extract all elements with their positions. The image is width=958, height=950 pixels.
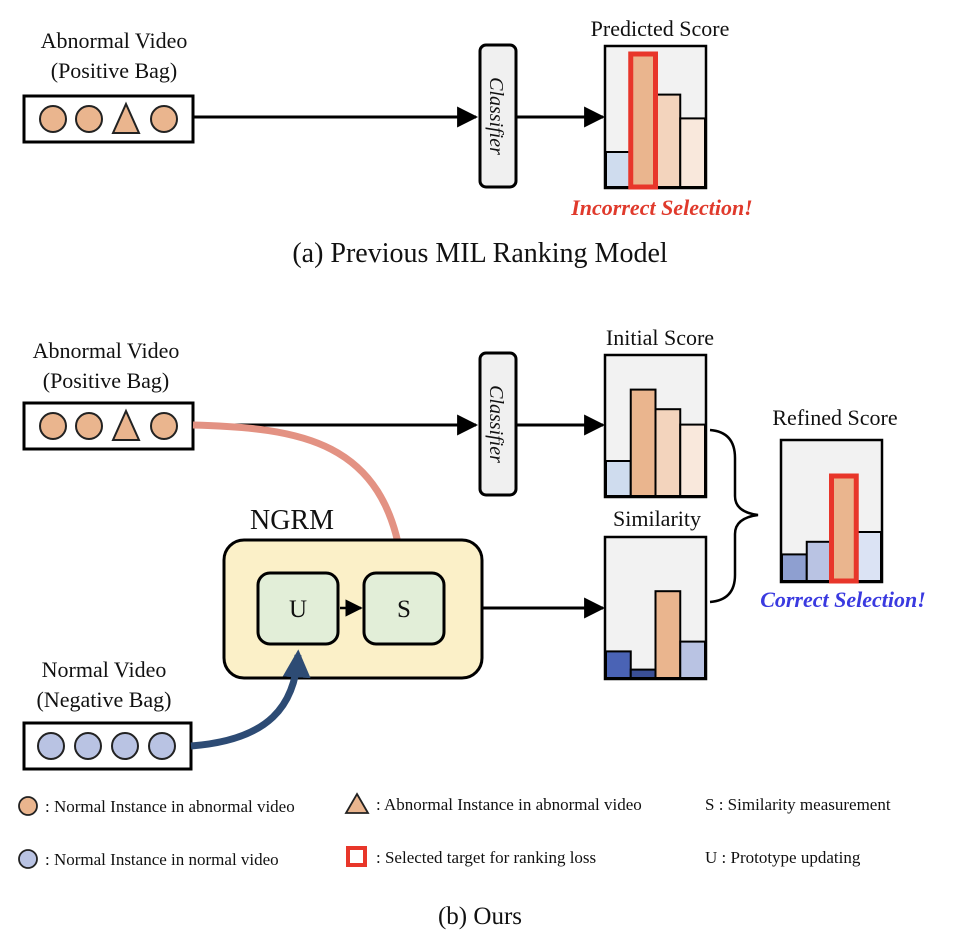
abnormal-instance-triangle-icon: [111, 101, 141, 134]
a-classifier-label: Classifier: [485, 77, 507, 155]
ngrm-title: NGRM: [250, 505, 334, 536]
initial-score-title: Initial Score: [606, 325, 714, 350]
b-classifier-label: Classifier: [485, 385, 507, 463]
predicted-score-bar-2-selected: [628, 51, 658, 190]
combine-brace: [709, 428, 759, 604]
abnormal-video-normal-instance-icon: [150, 412, 178, 440]
normal-video-normal-instance-icon: [37, 732, 65, 760]
refined-score-bar-4: [855, 531, 882, 582]
refined-score-title: Refined Score: [772, 405, 897, 430]
normal-video-normal-instance-icon: [74, 732, 102, 760]
abnormal-video-normal-instance-icon: [75, 105, 103, 133]
abnormal-video-normal-instance-icon: [39, 105, 67, 133]
b-caption: (b) Ours: [438, 903, 522, 930]
b-normal-title-line1: Normal Video: [42, 657, 167, 682]
similarity-bar-3: [654, 590, 682, 680]
legend-item-1: : Normal Instance in abnormal video: [45, 797, 295, 816]
a-input-title-line1: Abnormal Video: [41, 28, 188, 53]
b-abnormal-title-line1: Abnormal Video: [33, 338, 180, 363]
abnormal-video-normal-instance-icon: [75, 412, 103, 440]
a-caption: (a) Previous MIL Ranking Model: [292, 238, 668, 269]
prototype-update-block: U: [256, 571, 340, 646]
legend-item-2: : Abnormal Instance in abnormal video: [376, 795, 642, 814]
normal-video-normal-instance-icon: [148, 732, 176, 760]
legend-selected-target-icon: [346, 846, 367, 867]
abnormal-video-normal-instance-icon: [39, 412, 67, 440]
legend-abnormal-normal-instance-icon: [18, 796, 38, 816]
similarity-bar-2: [629, 668, 657, 679]
initial-score-bar-3: [654, 408, 682, 498]
a-input-title-line2: (Positive Bag): [51, 58, 178, 83]
legend-item-4: : Normal Instance in normal video: [45, 850, 279, 869]
legend-item-6: U : Prototype updating: [705, 848, 861, 867]
initial-score-chart: [603, 353, 708, 499]
legend-item-5: : Selected target for ranking loss: [376, 848, 596, 867]
similarity-title: Similarity: [613, 506, 701, 531]
legend-item-3: S : Similarity measurement: [705, 795, 891, 814]
abnormal-instance-triangle-icon: [111, 408, 141, 441]
similarity-bar-1: [605, 650, 632, 680]
refined-score-bar-2: [805, 540, 833, 582]
u-label: U: [289, 596, 307, 623]
abnormal-video-normal-instance-icon: [150, 105, 178, 133]
negative-bag-to-u-arrow: [190, 649, 311, 750]
ngrm-block: U S: [222, 538, 484, 680]
positive-bag-to-s-arrow: [192, 421, 413, 571]
a-classifier-block: Classifier: [478, 43, 518, 189]
b-classifier-block: Classifier: [478, 351, 518, 497]
refined-score-bar-1: [781, 553, 808, 583]
similarity-block: S: [362, 571, 446, 646]
initial-score-bar-1: [605, 460, 632, 497]
legend-normal-instance-icon: [18, 849, 38, 869]
refined-score-bar-3-selected: [829, 473, 859, 584]
s-label: S: [397, 596, 411, 623]
legend-abnormal-instance-icon: [344, 792, 370, 814]
similarity-bar-4: [679, 640, 706, 679]
refined-score-chart: [779, 438, 884, 584]
correct-selection-note: Correct Selection!: [760, 587, 926, 612]
predicted-score-bar-3: [654, 93, 682, 188]
a-positive-bag: [22, 94, 195, 144]
b-positive-bag: [22, 401, 195, 451]
predicted-score-bar-4: [679, 117, 706, 188]
initial-score-bar-4: [679, 423, 706, 498]
predicted-score-bar-1: [605, 151, 632, 188]
similarity-chart: [603, 535, 708, 681]
a-score-title: Predicted Score: [591, 16, 730, 41]
normal-video-normal-instance-icon: [111, 732, 139, 760]
b-abnormal-title-line2: (Positive Bag): [43, 368, 170, 393]
legend: : Normal Instance in abnormal video : Ab…: [18, 792, 891, 869]
a-incorrect-selection-note: Incorrect Selection!: [570, 195, 753, 220]
predicted-score-chart: [603, 44, 708, 190]
negative-bag: [22, 721, 193, 771]
b-normal-title-line2: (Negative Bag): [37, 687, 172, 712]
initial-score-bar-2: [629, 388, 657, 498]
